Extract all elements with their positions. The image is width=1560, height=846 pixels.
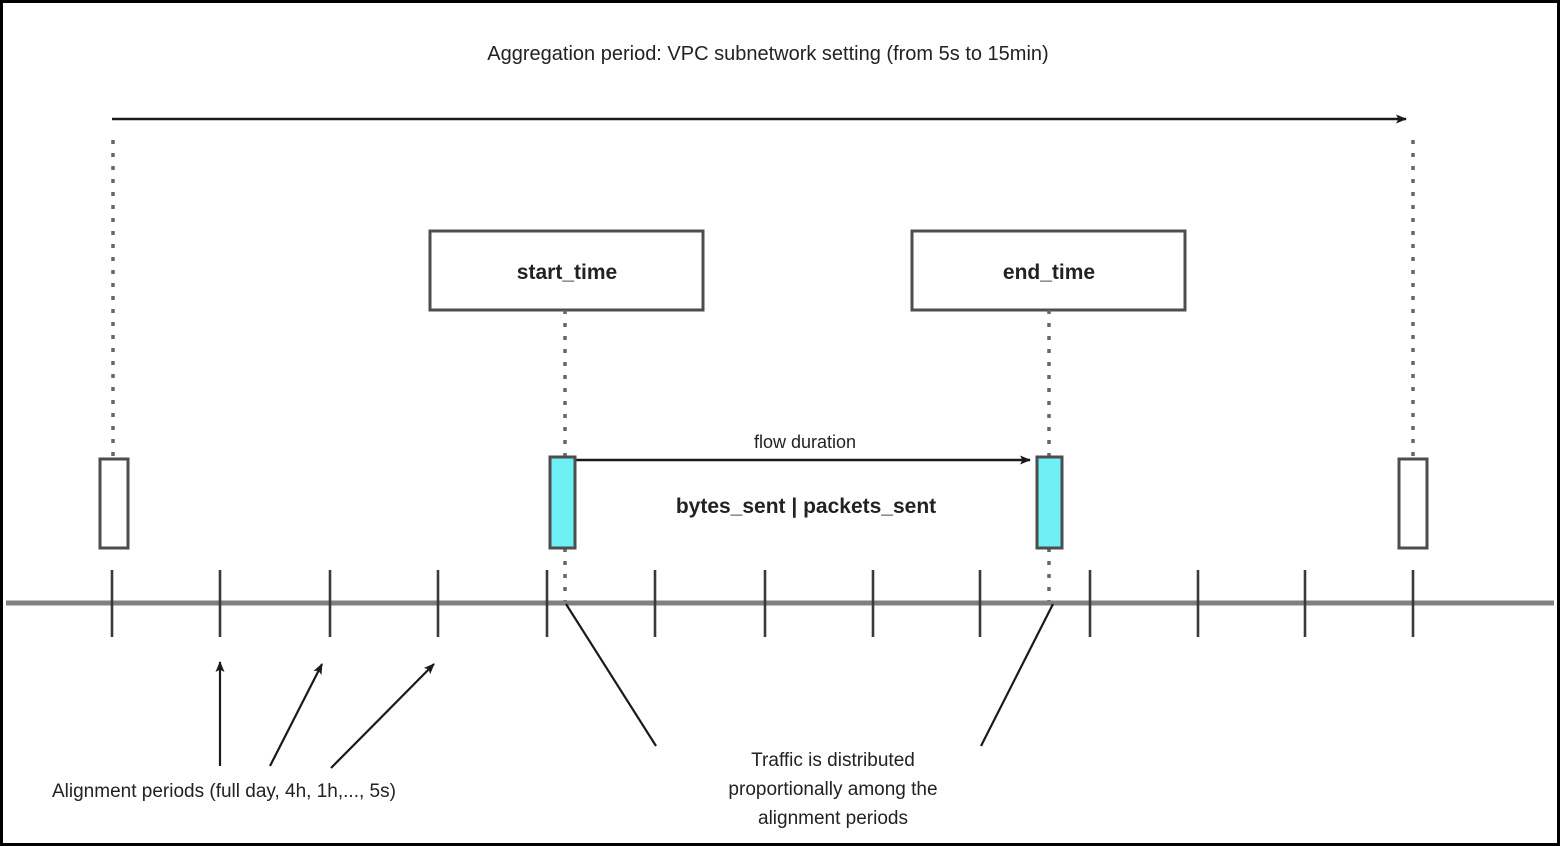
traffic-annotation-line-1: Traffic is distributed bbox=[751, 750, 915, 771]
start-time-flow-bar bbox=[548, 455, 577, 550]
diagram-title: Aggregation period: VPC subnetwork setti… bbox=[487, 43, 1048, 65]
end-time-box bbox=[910, 229, 1187, 312]
start-time-label: start_time bbox=[517, 261, 617, 284]
start-time-box bbox=[428, 229, 705, 312]
traffic-annotation-line-3: alignment periods bbox=[758, 808, 908, 829]
left-period-box bbox=[98, 457, 130, 550]
traffic-leader-line-left bbox=[565, 603, 657, 747]
flow-duration-label: flow duration bbox=[754, 432, 856, 452]
traffic-leader-line-right bbox=[980, 603, 1054, 747]
alignment-pointer-arrow-2 bbox=[269, 663, 323, 767]
end-time-label: end_time bbox=[1003, 261, 1095, 284]
end-time-flow-bar bbox=[1035, 455, 1064, 550]
right-period-box bbox=[1397, 457, 1429, 550]
alignment-periods-annotation: Alignment periods (full day, 4h, 1h,...,… bbox=[52, 781, 396, 802]
flow-metrics-label: bytes_sent | packets_sent bbox=[676, 495, 936, 518]
traffic-annotation-line-2: proportionally among the bbox=[728, 779, 937, 800]
alignment-pointer-arrow-3 bbox=[330, 663, 435, 769]
